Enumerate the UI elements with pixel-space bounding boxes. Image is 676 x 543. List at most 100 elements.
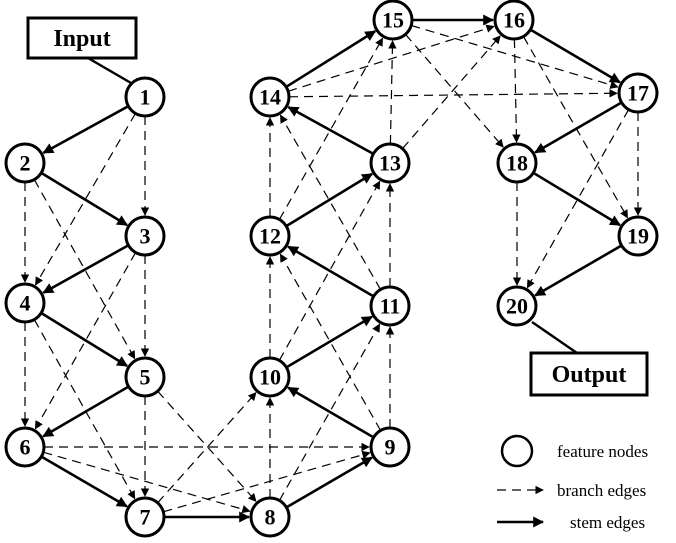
node-label: 2: [20, 151, 31, 176]
node-circle: [249, 496, 291, 538]
branch-edge-17-20: [526, 109, 630, 289]
legend-node-symbol: [500, 434, 534, 468]
stem-edge-16-17: [529, 28, 621, 84]
feature-node-5: 5: [124, 356, 166, 398]
node-circle: [249, 356, 291, 398]
node-label: 14: [259, 85, 281, 110]
branch-edge-1-4: [35, 113, 136, 286]
node-circle: [369, 426, 411, 468]
branch-edge-15-18: [404, 33, 504, 148]
edges-layer: [20, 14, 643, 523]
branch-edge-11-14: [279, 114, 382, 290]
branch-edge-12-15: [278, 37, 384, 220]
feature-node-12: 12: [249, 215, 291, 257]
node-label: 5: [140, 365, 151, 390]
node-label: 16: [503, 8, 525, 33]
feature-node-15: 15: [372, 0, 414, 41]
legend-stem-label: stem edges: [570, 513, 645, 532]
node-circle: [372, 0, 414, 41]
branch-edge-6-8: [43, 451, 251, 514]
branch-edge-9-12: [279, 253, 382, 431]
output-box: Output: [529, 351, 649, 397]
feature-node-16: 16: [493, 0, 535, 41]
node-label: 12: [259, 224, 281, 249]
node-label: 19: [627, 224, 649, 249]
stem-edge-8-9: [285, 456, 373, 509]
feature-node-8: 8: [249, 496, 291, 538]
feature-node-14: 14: [249, 76, 291, 118]
node-circle: [4, 426, 46, 468]
stem-edge-6-7: [40, 455, 128, 508]
stem-edge-17-18: [534, 101, 623, 154]
branch-edge-4-7: [33, 319, 136, 500]
feature-node-9: 9: [369, 426, 411, 468]
node-circle: [124, 496, 166, 538]
branch-edge-16-18: [512, 38, 521, 143]
input-label: Input: [53, 26, 110, 52]
branch-edge-8-11: [278, 323, 381, 501]
node-label: 4: [20, 291, 31, 316]
feature-node-19: 19: [617, 215, 659, 257]
node-label: 17: [627, 81, 649, 106]
node-label: 18: [506, 151, 528, 176]
branch-edge-5-8: [157, 390, 257, 502]
node-circle: [249, 215, 291, 257]
node-circle: [4, 282, 46, 324]
branch-edge-10-13: [278, 180, 381, 361]
stem-edge-12-13: [285, 172, 373, 228]
node-label: 7: [140, 505, 151, 530]
stem-edge-5-6: [42, 385, 130, 438]
stem-edge-4-5: [40, 311, 129, 368]
legend: feature nodes branch edges stem edges: [497, 434, 648, 532]
feature-node-6: 6: [4, 426, 46, 468]
node-label: 13: [379, 151, 401, 176]
branch-edge-7-10: [157, 392, 257, 504]
node-circle: [617, 72, 659, 114]
node-label: 20: [506, 294, 528, 319]
node-circle: [4, 142, 46, 184]
feature-node-11: 11: [369, 285, 411, 327]
feature-node-13: 13: [369, 142, 411, 184]
stem-edge-2-3: [40, 171, 128, 227]
stem-edge-10-11: [285, 315, 373, 369]
legend-nodes-label: feature nodes: [557, 442, 648, 461]
stem-edge-13-14: [287, 105, 374, 155]
output-label: Output: [552, 362, 627, 388]
node-label: 11: [380, 294, 401, 319]
stem-edge-18-19: [532, 171, 621, 227]
node-label: 1: [140, 85, 151, 110]
node-circle: [493, 0, 535, 41]
node-circle: [496, 285, 538, 327]
node-label: 15: [382, 8, 404, 33]
node-circle: [369, 142, 411, 184]
feature-node-7: 7: [124, 496, 166, 538]
branch-edge-3-6: [34, 252, 137, 430]
node-label: 10: [259, 365, 281, 390]
node-label: 8: [265, 505, 276, 530]
feature-node-4: 4: [4, 282, 46, 324]
branch-edge-14-17: [288, 89, 618, 98]
stem-edge-19-20: [534, 244, 623, 297]
input-connector: [87, 56, 132, 85]
node-circle: [124, 356, 166, 398]
node-circle: [124, 215, 166, 257]
feature-node-2: 2: [4, 142, 46, 184]
node-label: 9: [385, 435, 396, 460]
feature-node-1: 1: [124, 76, 166, 118]
branch-edge-13-15: [388, 40, 397, 145]
feature-node-18: 18: [496, 142, 538, 184]
node-circle: [124, 76, 166, 118]
legend-branch-label: branch edges: [557, 481, 646, 500]
stem-edge-9-10: [287, 386, 375, 439]
node-circle: [369, 285, 411, 327]
feature-node-3: 3: [124, 215, 166, 257]
stem-edge-14-15: [285, 30, 377, 89]
branch-edge-13-16: [401, 35, 501, 150]
node-circle: [249, 76, 291, 118]
stem-edge-11-12: [287, 245, 375, 298]
branch-edge-2-5: [33, 179, 136, 360]
node-label: 6: [20, 435, 31, 460]
input-box: Input: [26, 16, 138, 60]
